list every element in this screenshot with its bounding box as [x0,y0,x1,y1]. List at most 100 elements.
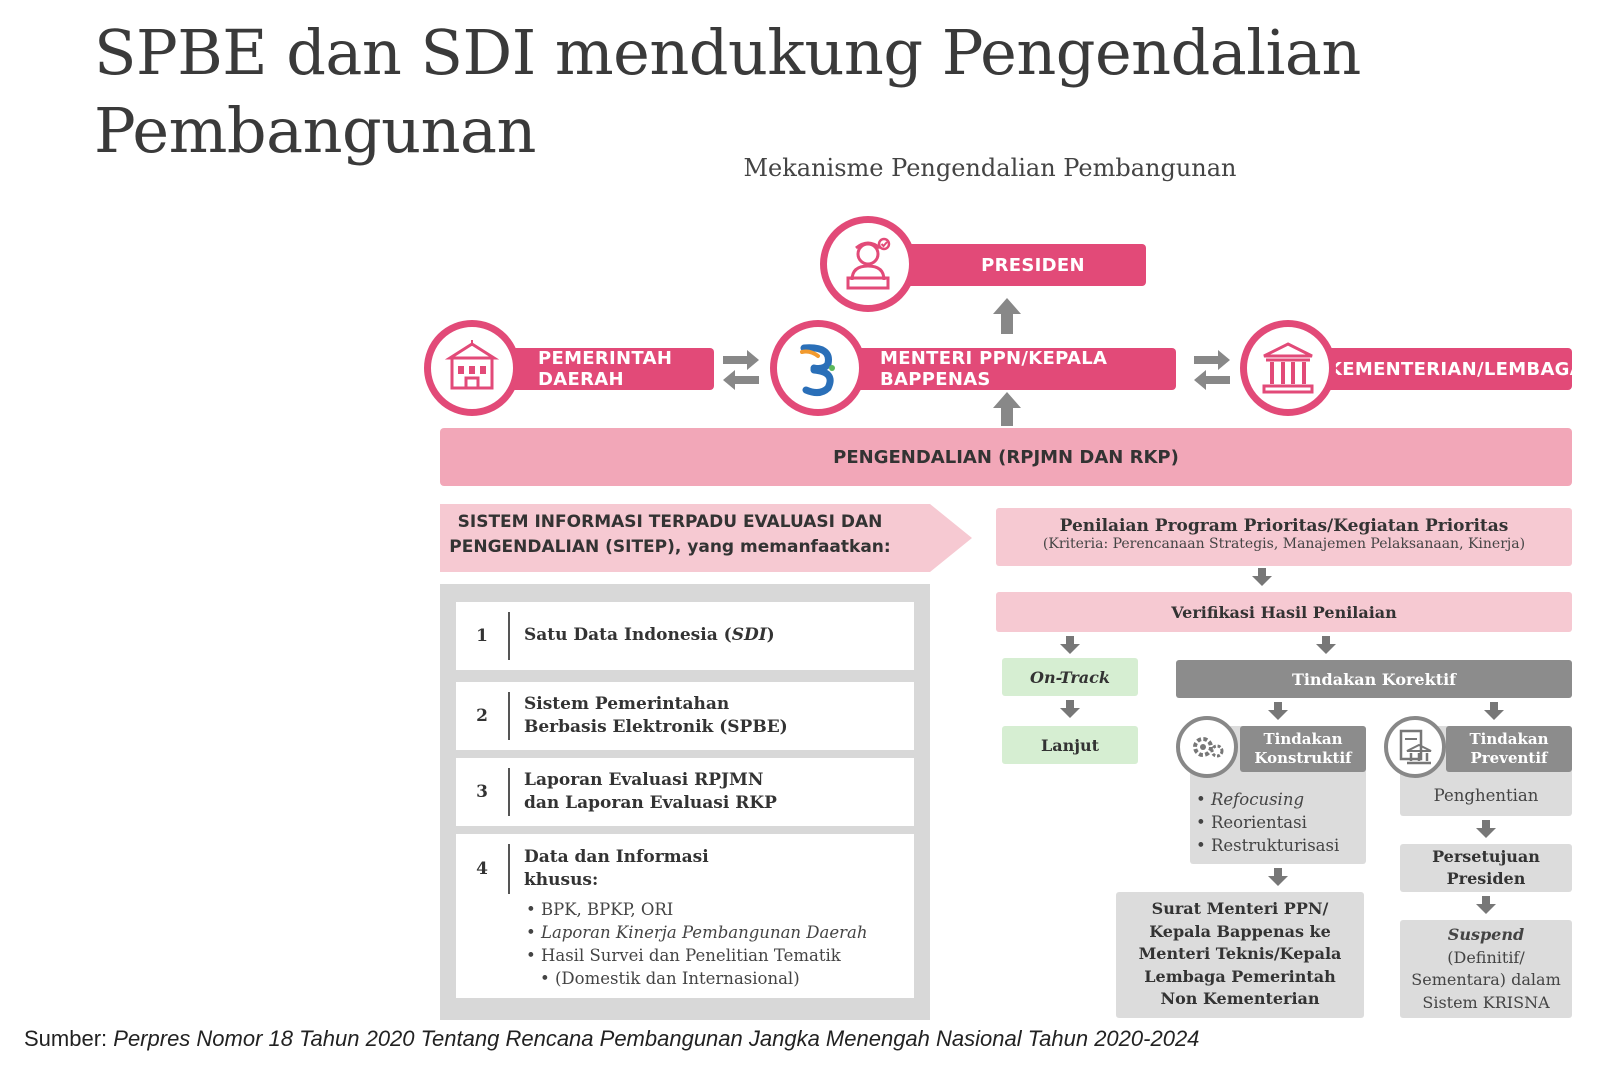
list-item: 4 Data dan Informasi khusus: BPK, BPKP, … [456,834,914,998]
government-building-icon [444,340,500,390]
down-arrow-icon [1484,702,1504,720]
konstruktif-icon-ring [1176,716,1238,778]
list-divider [508,692,510,740]
list-number: 4 [476,859,488,879]
persetujuan-line-2: Presiden [1446,869,1526,888]
preventif-header: Tindakan Preventif [1446,726,1572,772]
lanjut-label: Lanjut [1040,735,1100,755]
pemda-label: PEMERINTAH DAERAH [538,348,673,390]
list-label-line: dan Laporan Evaluasi RKP [524,793,777,813]
sitep-line-2-text: PENGENDALIAN (SITEP), yang memanfaatkan: [449,537,891,557]
presiden-bar: PRESIDEN [880,244,1146,286]
lanjut-box: Lanjut [1002,726,1138,764]
list-label-line: Sistem Pemerintahan [524,694,730,714]
president-icon [846,237,891,290]
list-number: 2 [476,706,488,726]
down-arrow-icon [1252,568,1272,586]
list-item: 1 Satu Data Indonesia (SDI) [456,602,914,670]
list-label-line: Laporan Evaluasi RPJMN [524,770,764,790]
list-label-italic: SDI [731,625,767,645]
down-arrow-icon [1060,636,1080,654]
list-sub-item: BPK, BPKP, ORI [526,898,867,921]
down-arrow-icon [1268,868,1288,886]
up-arrow-icon [993,392,1021,426]
down-arrow-icon [1476,820,1496,838]
list-divider [508,844,510,894]
preventif-line-2: Preventif [1470,749,1548,767]
konstruktif-list: • Refocusing • Reorientasi • Restrukturi… [1196,788,1364,857]
down-arrow-icon [1060,700,1080,718]
surat-box: Surat Menteri PPN/ Kepala Bappenas ke Me… [1116,892,1364,1018]
surat-line: Non Kementerian [1160,989,1320,1008]
kl-bar: KEMENTERIAN/LEMBAGA [1300,348,1584,390]
list-sub-items: BPK, BPKP, ORI Laporan Kinerja Pembangun… [526,898,867,990]
persetujuan-line-1: Persetujuan [1432,847,1540,866]
konstruktif-item-text: Restrukturisasi [1210,836,1340,855]
suspend-line: Sementara) dalam [1411,970,1561,989]
bappenas-logo-icon [800,344,835,397]
sitep-line-1: SISTEM INFORMASI TERPADU EVALUASI DAN [457,512,883,532]
list-item: 3 Laporan Evaluasi RPJMN dan Laporan Eva… [456,758,914,826]
list-divider [508,768,510,816]
on-track-label: On-Track [1030,667,1110,687]
suspend-line: Sistem KRISNA [1422,992,1550,1012]
list-label-end: ) [766,625,775,645]
sitep-banner: SISTEM INFORMASI TERPADU EVALUASI DAN PE… [440,504,972,572]
preventif-line-1: Tindakan [1469,730,1549,748]
source-prefix: Sumber: [24,1026,114,1051]
list-sub-item-continued: (Domestik dan Internasional) [526,967,867,990]
konstruktif-item: • Refocusing [1196,790,1305,809]
exchange-arrows-icon [1194,350,1230,390]
pengendalian-bar: PENGENDALIAN (RPJMN DAN RKP) [440,428,1572,486]
list-sub-item: Laporan Kinerja Pembangunan Daerah [526,921,867,944]
down-arrow-icon [1476,896,1496,914]
on-track-box: On-Track [1002,658,1138,696]
source-citation: Sumber: Perpres Nomor 18 Tahun 2020 Tent… [24,1026,1584,1052]
suspend-title: Suspend [1400,924,1572,947]
konstruktif-header: Tindakan Konstruktif [1240,726,1366,772]
penilaian-title: Penilaian Program Prioritas/Kegiatan Pri… [1059,516,1509,536]
list-number: 1 [476,626,488,646]
diagram-title: Mekanisme Pengendalian Pembangunan [743,154,1237,182]
list-label-line: khusus: [524,870,599,890]
list-item: 2 Sistem Pemerintahan Berbasis Elektroni… [456,682,914,750]
persetujuan-box: Persetujuan Presiden [1400,844,1572,892]
list-number: 3 [476,782,488,802]
kl-circle [1240,320,1336,416]
list-sub-item: Hasil Survei dan Penelitian Tematik [526,944,867,967]
list-label-text: Satu Data Indonesia ( [524,625,732,645]
verifikasi-box: Verifikasi Hasil Penilaian [996,592,1572,632]
slide-title: SPBE dan SDI mendukung Pengendalian Pemb… [94,16,1361,167]
exchange-arrows-icon [723,350,759,390]
list-label: Laporan Evaluasi RPJMN dan Laporan Evalu… [524,769,777,815]
surat-line: Surat Menteri PPN/ [1151,899,1329,918]
penilaian-sub: (Kriteria: Perencanaan Strategis, Manaje… [1042,536,1526,552]
konstruktif-item: • Restrukturisasi [1196,836,1340,855]
surat-line: Lembaga Pemerintah [1144,966,1336,986]
pemda-circle [424,320,520,416]
document-building-icon [1399,729,1432,765]
bappenas-bar: MENTERI PPN/KEPALA BAPPENAS [820,348,1176,390]
suspend-box: Suspend (Definitif/ Sementara) dalam Sis… [1400,920,1572,1018]
presiden-label: PRESIDEN [981,254,1085,276]
sitep-line-2: PENGENDALIAN (SITEP), yang memanfaatkan: [440,535,900,560]
list-label: Satu Data Indonesia (SDI) [524,624,775,647]
tindakan-korektif-label: Tindakan Korektif [1291,669,1457,689]
down-arrow-icon [1268,702,1288,720]
konstruktif-item-text: Reorientasi [1210,813,1307,832]
penghentian-text: Penghentian [1433,786,1539,805]
ministry-building-icon [1262,342,1314,394]
suspend-label: Suspend [1447,925,1525,944]
bappenas-label: MENTERI PPN/KEPALA BAPPENAS [880,348,1108,390]
down-arrow-icon [1316,636,1336,654]
surat-line: Kepala Bappenas ke [1149,921,1331,941]
source-text: Perpres Nomor 18 Tahun 2020 Tentang Renc… [113,1026,1200,1051]
surat-line: Menteri Teknis/Kepala [1138,944,1342,963]
kl-label: KEMENTERIAN/LEMBAGA [1328,358,1584,380]
preventif-icon-ring [1384,716,1446,778]
list-label-line: Data dan Informasi [524,847,709,867]
konstruktif-line-1: Tindakan [1263,730,1343,748]
list-divider [508,612,510,660]
verifikasi-label: Verifikasi Hasil Penilaian [1171,602,1397,622]
tindakan-korektif-bar: Tindakan Korektif [1176,660,1572,698]
